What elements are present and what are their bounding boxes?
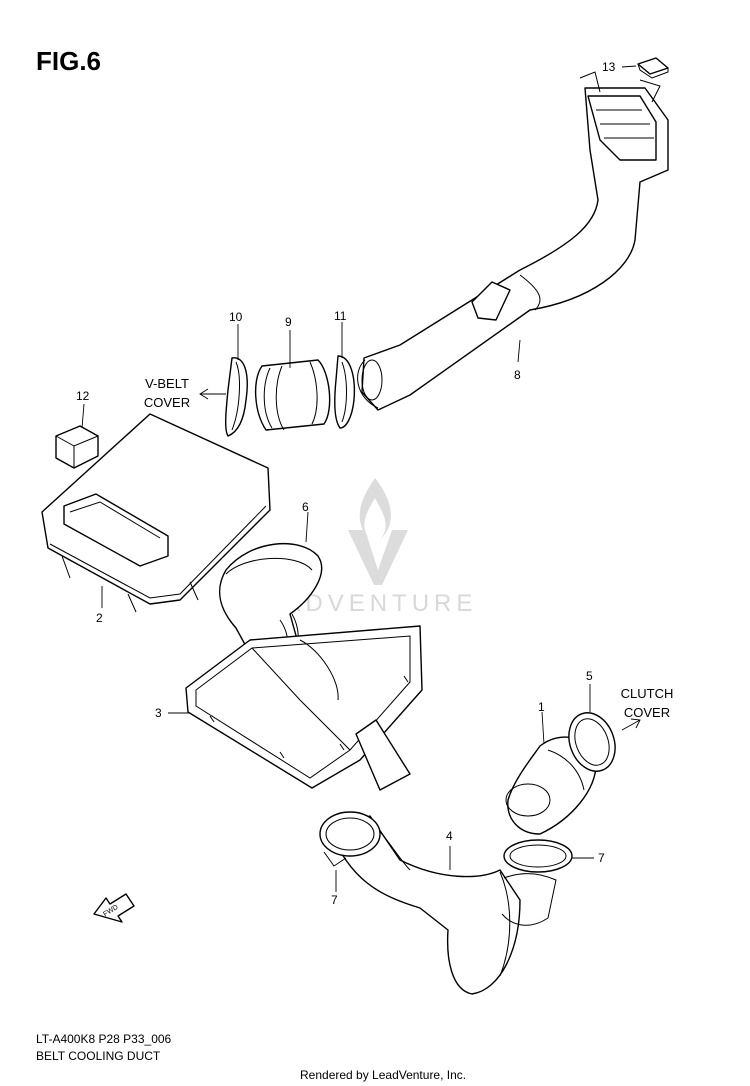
callout-7-left: 7 xyxy=(331,893,338,907)
callout-11: 11 xyxy=(334,309,347,323)
part-5-ring xyxy=(568,712,616,772)
vbelt-cover-note: V-BELT COVER xyxy=(136,374,198,412)
part-4-hose xyxy=(329,815,557,995)
callout-3: 3 xyxy=(155,706,162,720)
clutch-arrow-icon xyxy=(621,718,641,731)
rendered-by-credit: Rendered by LeadVenture, Inc. xyxy=(300,1068,467,1082)
clutch-note-line2: COVER xyxy=(623,705,671,720)
callout-7-right: 7 xyxy=(598,851,605,865)
callout-9: 9 xyxy=(285,315,292,329)
callout-6: 6 xyxy=(302,500,309,514)
part-8-duct xyxy=(357,71,669,411)
callout-1: 1 xyxy=(538,700,545,714)
part-12-block xyxy=(55,425,99,469)
callout-8: 8 xyxy=(514,368,521,382)
model-code: LT-A400K8 P28 P33_006 xyxy=(36,1032,172,1046)
callout-13: 13 xyxy=(602,60,616,74)
callout-2: 2 xyxy=(96,611,103,625)
part-10-clamp xyxy=(225,357,248,437)
part-3-tray xyxy=(185,625,423,791)
callout-5: 5 xyxy=(586,669,593,683)
part-11-clamp xyxy=(334,355,356,429)
diagram-title: BELT COOLING DUCT xyxy=(36,1049,161,1063)
vbelt-arrow-icon xyxy=(199,388,226,400)
figure-title: FIG.6 xyxy=(36,46,102,76)
part-9-hose xyxy=(254,359,331,431)
part-7-clamp-left xyxy=(319,811,381,867)
clutch-cover-note: CLUTCH COVER xyxy=(612,684,682,722)
watermark-logo xyxy=(348,478,408,585)
part-6-hose xyxy=(219,543,323,665)
callout-12: 12 xyxy=(76,389,90,403)
leader-lines xyxy=(81,65,637,892)
callout-4: 4 xyxy=(446,829,453,843)
part-2-cover xyxy=(41,413,271,613)
vbelt-note-line2: COVER xyxy=(143,395,191,410)
vbelt-note-line1: V-BELT xyxy=(145,376,189,391)
callout-10: 10 xyxy=(229,310,243,324)
clutch-note-line1: CLUTCH xyxy=(620,686,674,701)
fwd-arrow-icon: FWD xyxy=(93,893,135,923)
part-7-clamp-right xyxy=(503,839,573,873)
